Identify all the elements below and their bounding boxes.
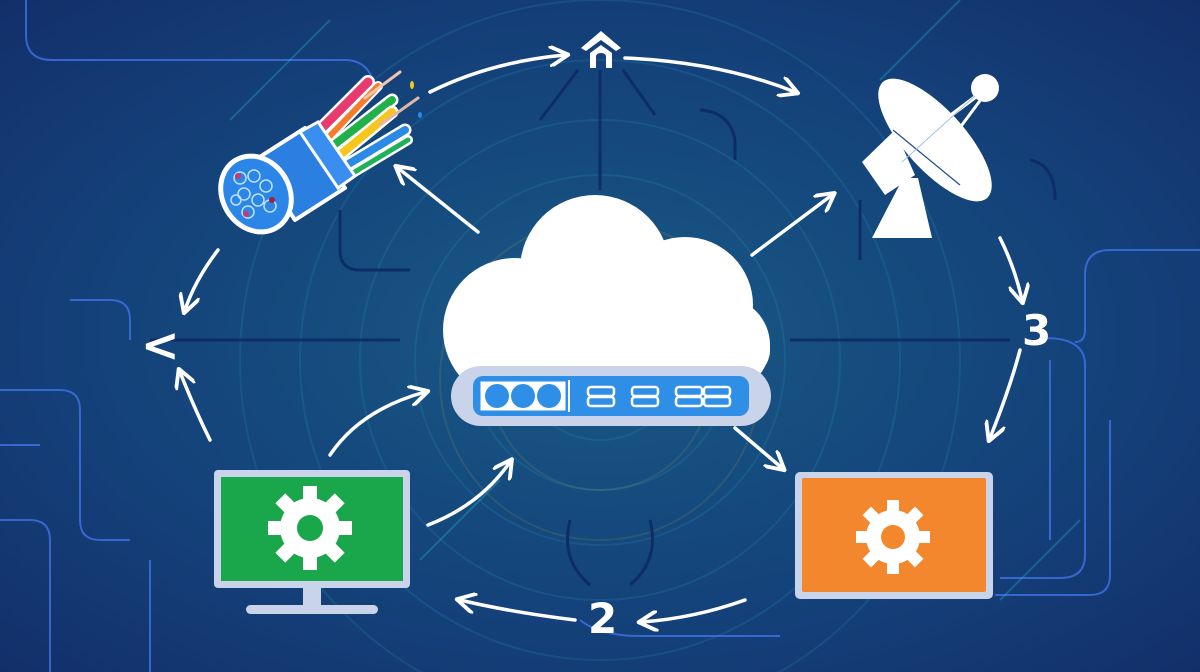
step-label-2: 2 bbox=[588, 594, 618, 643]
arrow-step3-to-display bbox=[990, 348, 1022, 438]
arrow-monitor-to-step1 bbox=[180, 372, 212, 442]
arrow-fiber-to-step1 bbox=[185, 248, 220, 310]
arrow-router-to-display bbox=[733, 426, 782, 468]
monitor-icon bbox=[214, 470, 410, 614]
arrow-cloud-to-satellite bbox=[750, 195, 832, 257]
satellite-dish-icon bbox=[862, 74, 999, 238]
step-label-3: 3 bbox=[1022, 306, 1052, 355]
display-icon bbox=[795, 472, 993, 599]
fiber-cable-icon bbox=[218, 70, 422, 235]
arrow-display-to-step2 bbox=[642, 598, 747, 622]
dark-connectors bbox=[150, 69, 1057, 587]
router-indicators bbox=[586, 385, 732, 408]
arrow-satellite-to-step3 bbox=[998, 236, 1022, 300]
arrow-monitor-to-router bbox=[328, 392, 425, 457]
arrow-step2-to-monitor bbox=[460, 600, 577, 622]
home-icon bbox=[581, 31, 621, 68]
router-icon bbox=[451, 366, 771, 426]
arrow-home-to-satellite bbox=[623, 56, 795, 92]
arrow-cloud-to-fiber bbox=[398, 168, 480, 234]
router-ports bbox=[485, 384, 561, 408]
arrow-monitor2-to-router bbox=[426, 462, 510, 527]
arrow-fiber-to-home bbox=[428, 55, 565, 94]
gear-icon bbox=[268, 486, 352, 570]
step-label-1: < bbox=[141, 318, 180, 372]
gear-icon bbox=[856, 500, 930, 574]
